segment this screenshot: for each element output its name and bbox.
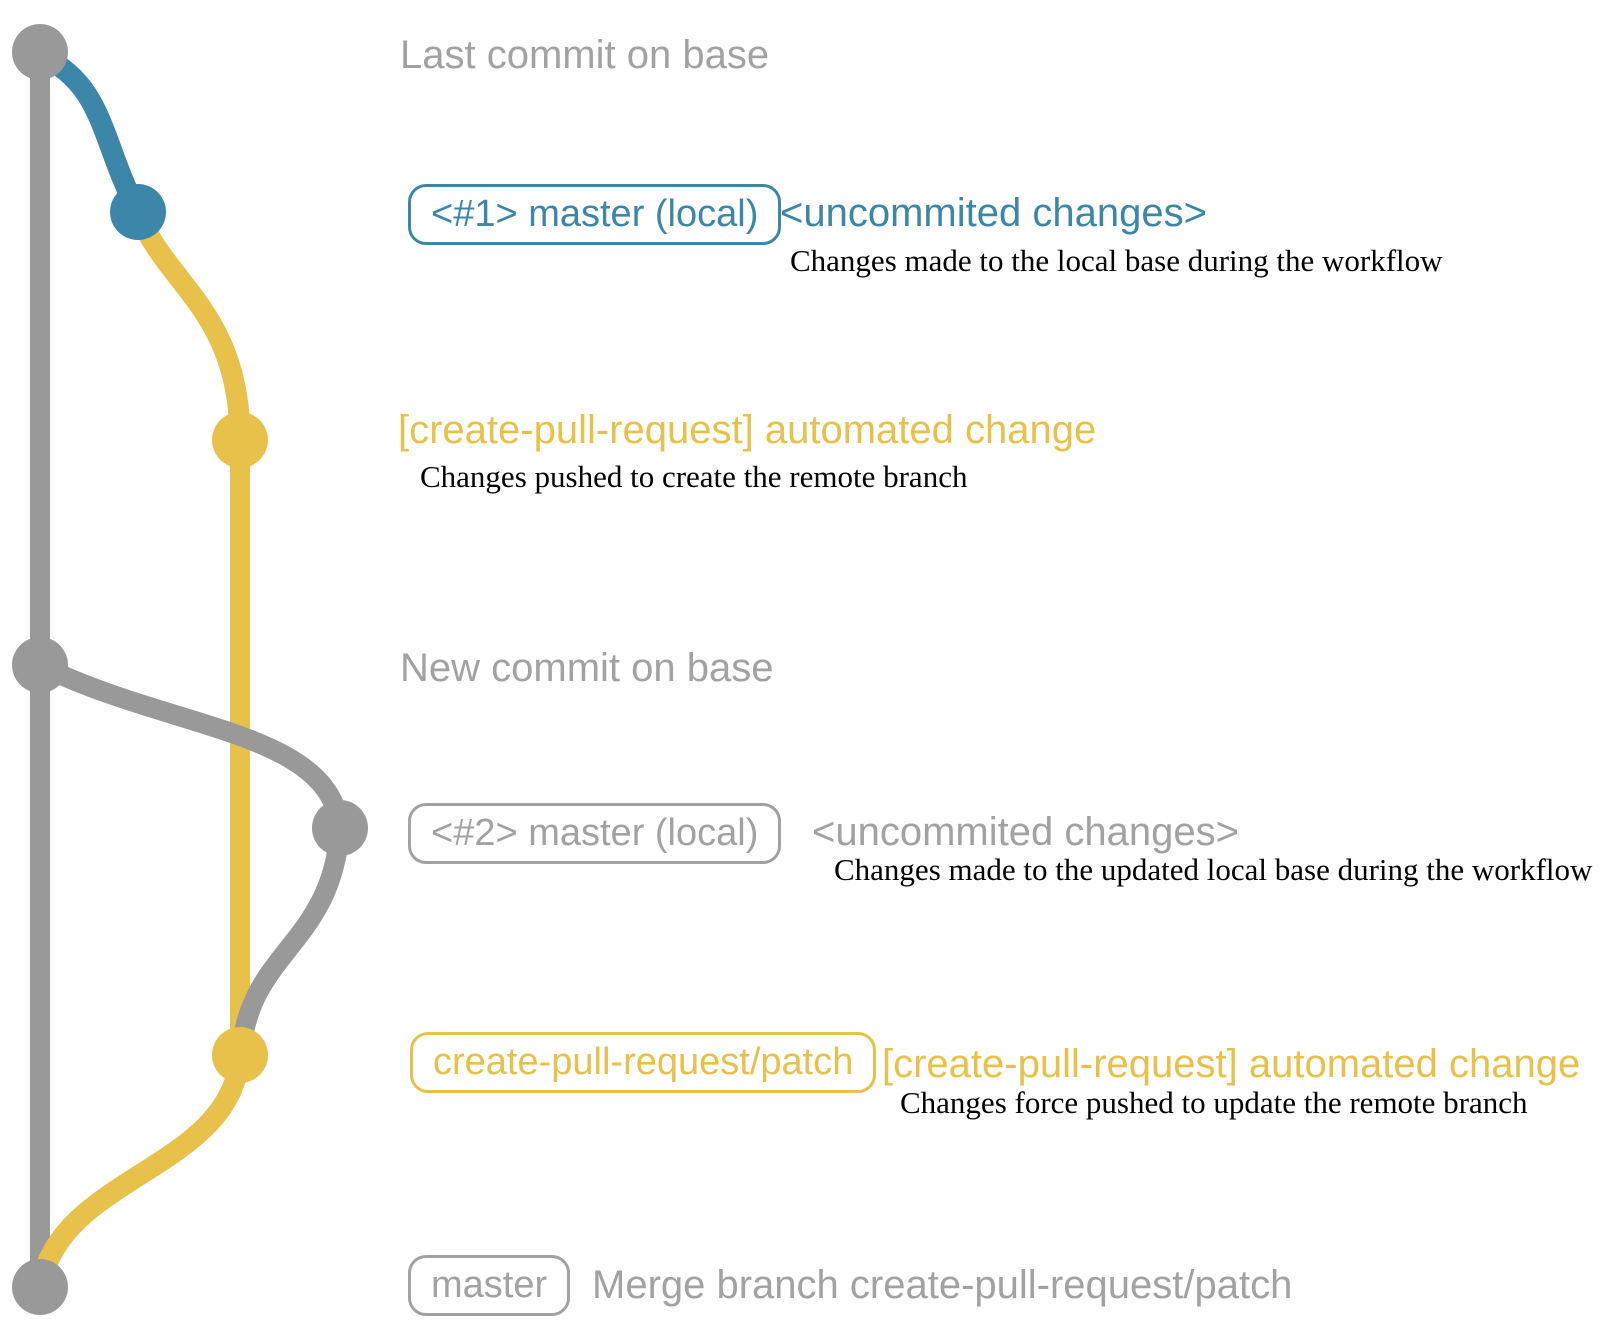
caption-last-commit: Last commit on base: [400, 33, 770, 77]
commit-title-local-1: <uncommited changes>: [780, 191, 1207, 235]
commit-node-merge: [12, 1259, 68, 1315]
commit-title-patch-2: [create-pull-request] automated change: [882, 1042, 1581, 1086]
description-patch-1: Changes pushed to create the remote bran…: [420, 459, 968, 494]
commit-node-patch-1: [212, 412, 268, 468]
commit-node-new-base: [12, 637, 68, 693]
badge-patch-branch: create-pull-request/patch: [410, 1032, 877, 1093]
caption-new-commit: New commit on base: [400, 646, 774, 690]
patch-branch-curve-top: [128, 208, 251, 441]
commit-node-local-1: [110, 184, 166, 240]
merge-branch-curve: [30, 1053, 251, 1288]
description-local-2: Changes made to the updated local base d…: [834, 852, 1593, 887]
commit-node-local-2: [312, 800, 368, 856]
force-push-curve: [231, 827, 350, 1054]
badge-local-1: <#1> master (local): [408, 184, 782, 245]
commit-title-merge: Merge branch create-pull-request/patch: [592, 1263, 1293, 1307]
commit-title-local-2: <uncommited changes>: [812, 810, 1239, 854]
badge-master: master: [408, 1255, 571, 1316]
commit-node-last-base: [12, 24, 68, 80]
commit-node-patch-2: [212, 1027, 268, 1083]
description-local-1: Changes made to the local base during th…: [790, 243, 1443, 278]
updated-local-branch-curve: [35, 656, 350, 830]
description-patch-2: Changes force pushed to update the remot…: [900, 1085, 1528, 1120]
commit-title-patch-1: [create-pull-request] automated change: [398, 408, 1097, 452]
badge-local-2: <#2> master (local): [408, 803, 782, 864]
